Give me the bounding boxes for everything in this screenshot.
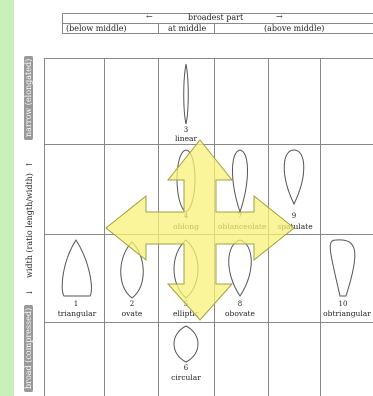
move-arrows-icon[interactable]: [0, 0, 373, 396]
